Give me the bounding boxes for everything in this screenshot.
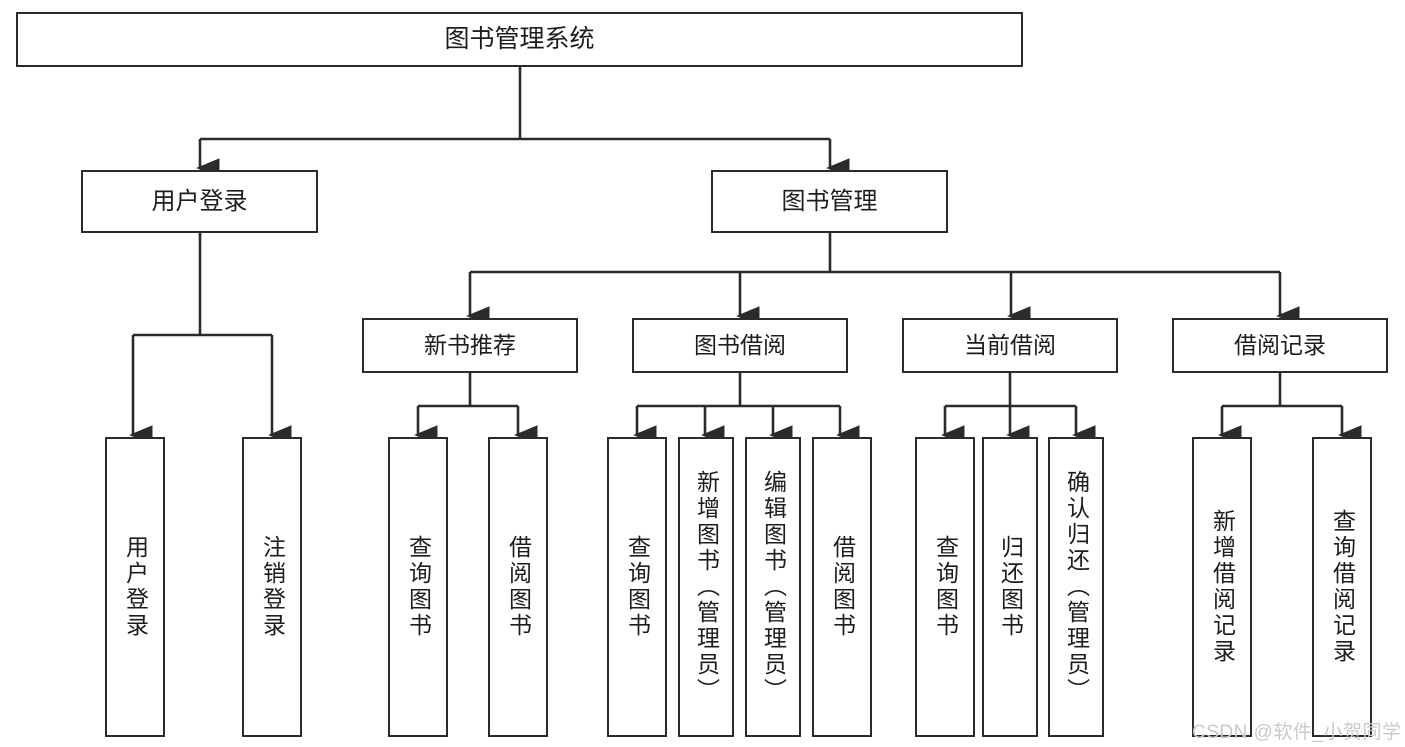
node-label: 新增借阅记录 — [1209, 509, 1236, 665]
node-label: 用户登录 — [151, 187, 248, 215]
node-leaf-8[interactable]: 查询图书 — [915, 437, 975, 737]
node-label: 查询图书 — [405, 535, 432, 639]
node-label: 确认归还（管理员） — [1063, 470, 1090, 704]
node-leaf-7[interactable]: 借阅图书 — [812, 437, 872, 737]
node-level2-1[interactable]: 图书管理 — [711, 170, 948, 233]
node-leaf-2[interactable]: 查询图书 — [388, 437, 448, 737]
node-leaf-4[interactable]: 查询图书 — [607, 437, 667, 737]
node-label: 查询借阅记录 — [1329, 509, 1356, 665]
node-label: 借阅图书 — [829, 535, 856, 639]
node-label: 图书管理系统 — [444, 25, 595, 53]
node-label: 借阅图书 — [505, 535, 532, 639]
node-label: 查询图书 — [624, 535, 651, 639]
node-level3-1[interactable]: 图书借阅 — [632, 318, 848, 373]
node-label: 归还图书 — [997, 535, 1024, 639]
node-leaf-0[interactable]: 用户登录 — [105, 437, 165, 737]
node-label: 新书推荐 — [424, 332, 516, 358]
node-label: 当前借阅 — [964, 332, 1056, 358]
node-label: 图书管理 — [781, 187, 878, 215]
node-label: 查询图书 — [932, 535, 959, 639]
node-label: 注销登录 — [259, 535, 286, 639]
node-root-system[interactable]: 图书管理系统 — [16, 12, 1023, 67]
node-leaf-11[interactable]: 新增借阅记录 — [1192, 437, 1252, 737]
node-leaf-1[interactable]: 注销登录 — [242, 437, 302, 737]
node-label: 编辑图书（管理员） — [760, 470, 787, 704]
node-leaf-6[interactable]: 编辑图书（管理员） — [745, 437, 801, 737]
node-leaf-5[interactable]: 新增图书（管理员） — [678, 437, 734, 737]
node-leaf-9[interactable]: 归还图书 — [982, 437, 1038, 737]
node-level2-0[interactable]: 用户登录 — [81, 170, 318, 233]
node-label: 图书借阅 — [694, 332, 786, 358]
node-level3-3[interactable]: 借阅记录 — [1172, 318, 1388, 373]
node-level3-2[interactable]: 当前借阅 — [902, 318, 1118, 373]
node-leaf-12[interactable]: 查询借阅记录 — [1312, 437, 1372, 737]
node-level3-0[interactable]: 新书推荐 — [362, 318, 578, 373]
node-leaf-3[interactable]: 借阅图书 — [488, 437, 548, 737]
node-leaf-10[interactable]: 确认归还（管理员） — [1048, 437, 1104, 737]
node-label: 借阅记录 — [1234, 332, 1326, 358]
node-label: 用户登录 — [122, 535, 149, 639]
node-label: 新增图书（管理员） — [693, 470, 720, 704]
